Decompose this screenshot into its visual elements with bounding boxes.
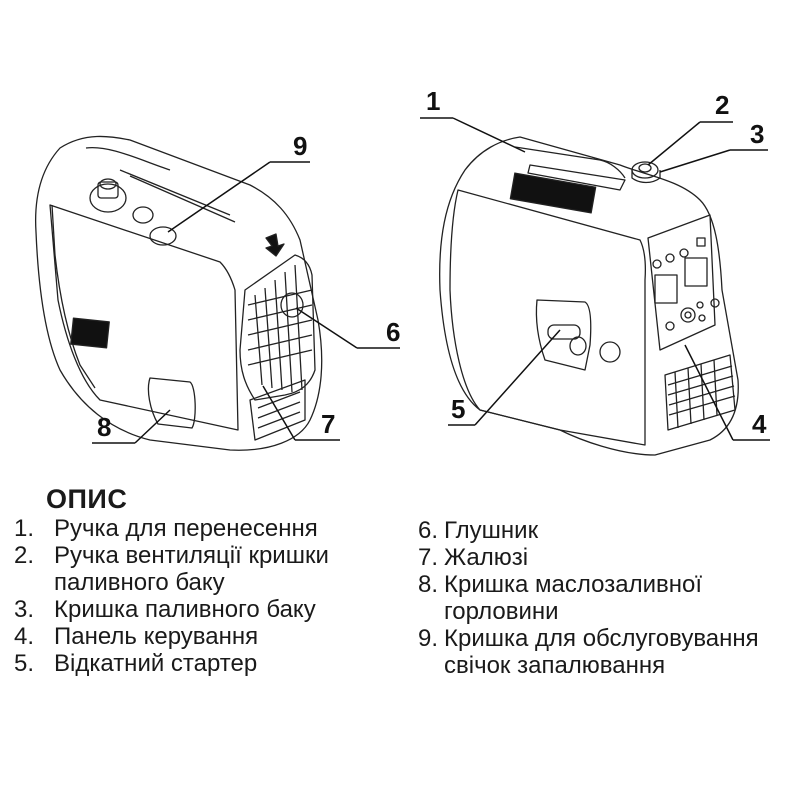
list-item: 3. Кришка паливного баку [14, 596, 329, 623]
callout-4: 4 [752, 409, 767, 439]
callout-7: 7 [321, 409, 335, 439]
item-text: Глушник [444, 517, 539, 544]
list-item: 9.Кришка для обслуговування [418, 625, 759, 652]
generator-left-view [34, 135, 323, 451]
item-number: 9. [418, 625, 439, 652]
item-number: 2. [14, 542, 35, 569]
item-number: 3. [14, 596, 35, 623]
callout-1: 1 [426, 86, 440, 116]
arrow-icon [265, 233, 285, 257]
item-number: 5. [14, 650, 35, 677]
item-number: 6. [418, 517, 439, 544]
muffler [280, 292, 304, 318]
control-panel [647, 214, 720, 351]
louvre-grille [239, 254, 316, 441]
list-item: 4. Панель керування [14, 623, 329, 650]
item-text: Кришка паливного баку [54, 596, 316, 623]
callout-8: 8 [97, 412, 111, 442]
item-text: Кришка маслозаливної [444, 571, 703, 598]
item-text: свічок запалювання [444, 652, 666, 679]
oil-cap-cover [147, 377, 196, 429]
item-text: Ручка для перенесення [54, 515, 318, 542]
item-text: горловини [444, 598, 559, 625]
item-number: 8. [418, 571, 439, 598]
item-number: 1. [14, 515, 35, 542]
spark-plug-cover [149, 226, 177, 246]
label-plate-right [509, 172, 597, 214]
parts-list-left: 1. Ручка для перенесення 2. Ручка вентиляц… [14, 515, 329, 677]
generator-right-view [439, 136, 739, 456]
item-text: Кришка для обслуговування [444, 625, 759, 652]
callout-9: 9 [293, 131, 307, 161]
list-item: 5. Відкатний стартер [14, 650, 329, 677]
item-text: Панель керування [54, 623, 259, 650]
item-number: 4. [14, 623, 35, 650]
fuel-cap-right [631, 161, 661, 184]
callout-5: 5 [451, 394, 465, 424]
label-plate-left [70, 317, 110, 349]
list-item: 1. Ручка для перенесення [14, 515, 329, 542]
fuel-cap-left [89, 178, 154, 224]
item-text: паливного баку [54, 569, 225, 596]
item-text: Ручка вентиляції кришки [54, 542, 329, 569]
callout-lines [92, 117, 770, 444]
list-item: 2. Ручка вентиляції кришки [14, 542, 329, 569]
callout-6: 6 [386, 317, 400, 347]
generator-diagram: 9 6 7 8 1 2 3 4 5 [34, 86, 770, 456]
parts-list-right: 6.Глушник 7.Жалюзі 8.Кришка маслозаливно… [418, 517, 759, 679]
item-text: Відкатний стартер [54, 650, 258, 677]
list-item-continuation: паливного баку [14, 569, 329, 596]
list-item: 7.Жалюзі [418, 544, 759, 571]
list-item: 6.Глушник [418, 517, 759, 544]
callout-3: 3 [750, 119, 764, 149]
louvre-grille-right [664, 354, 736, 431]
list-item-continuation: горловини [418, 598, 759, 625]
description-title: ОПИС [46, 484, 128, 514]
list-item-continuation: свічок запалювання [418, 652, 759, 679]
recoil-starter [535, 299, 621, 371]
list-item: 8.Кришка маслозаливної [418, 571, 759, 598]
item-number: 7. [418, 544, 439, 571]
callout-2: 2 [715, 90, 729, 120]
item-text: Жалюзі [444, 544, 529, 571]
